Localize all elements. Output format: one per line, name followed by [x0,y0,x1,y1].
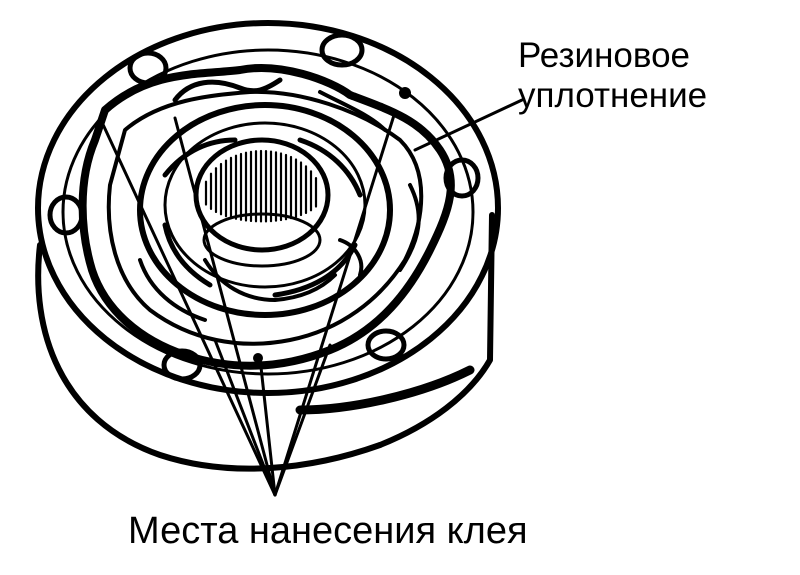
glue-points-label: Места нанесения клея [128,510,528,552]
seal-leader-line [413,98,524,152]
splined-bore [193,137,331,268]
housing-rim [35,20,501,396]
inner-race [137,102,393,318]
rubber-seal-label: Резиновое уплотнение [518,36,707,116]
rubber-seal-label-line1: Резиновое [518,36,691,75]
rubber-seal-label-line2: уплотнение [518,76,708,115]
housing-body [35,212,495,472]
glue-dots [253,87,411,363]
rubber-seal [78,64,455,370]
glue-leader-lines [98,110,397,497]
